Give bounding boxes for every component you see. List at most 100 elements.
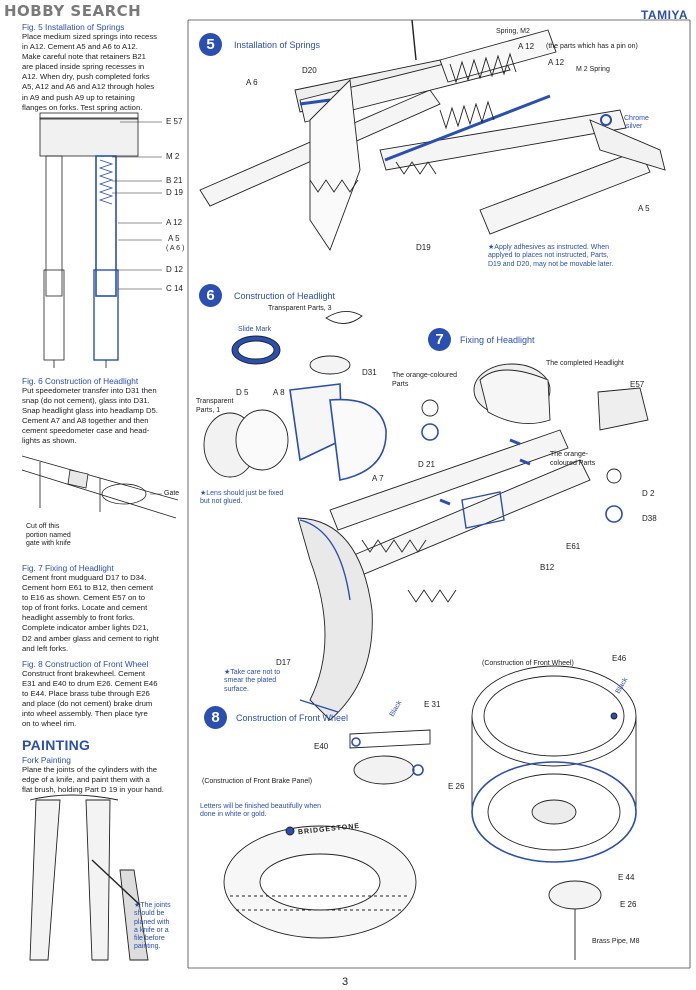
fig5-label: C 14 (166, 284, 183, 293)
step7-label-orange2: The orange- coloured Parts (550, 451, 595, 468)
step6-label-d5: D 5 (236, 388, 249, 397)
fig7-line: and left forks. (22, 643, 69, 653)
step7-label-e61: E61 (566, 542, 581, 551)
cut-note-line: Cut off this (26, 523, 60, 530)
fig5-line: Make careful note that retainers B21 (22, 52, 146, 62)
note-line: ★Take care not to (224, 669, 281, 676)
step8-title: Construction of Front Wheel (236, 713, 349, 723)
painting-line: flat brush, holding Part D 19 in your ha… (22, 785, 164, 795)
note-line: done in white or gold. (200, 811, 267, 819)
step5-label-a5: A 5 (638, 204, 650, 213)
step7-number: 7 (428, 328, 451, 351)
fig8-line: into wheel assembly. Then place tyre (22, 709, 148, 719)
step7-label-b12: B12 (540, 563, 555, 572)
step8-wheel-parts (223, 665, 637, 960)
step7-label-e57: E57 (630, 380, 645, 389)
painting-line: Plane the joints of the cylinders with t… (22, 765, 158, 774)
orange-line: The orange- (550, 451, 589, 458)
painting-note-line: should be (134, 910, 165, 918)
chrome-line: Chrome (624, 115, 649, 122)
painting-heading: PAINTING (22, 737, 91, 753)
orange-line: coloured Parts (550, 459, 596, 467)
fig8-line: to E44. Place brass tube through E26 (22, 689, 150, 699)
watermark-text: HOBBY SEARCH (4, 2, 142, 20)
painting-note-line: ★The joints (134, 902, 171, 909)
fig5-label: M 2 (166, 152, 180, 161)
fig5-line: flanges on forks. Test spring action. (22, 102, 143, 112)
step6-label-transparent3: Transparent Parts, 3 (268, 305, 332, 312)
step7-front-assembly (297, 363, 649, 721)
fig7-title: Fig. 7 Fixing of Headlight (22, 563, 114, 573)
step5-label-chrome: Chrome silver (624, 115, 649, 132)
step5-label-spring: Spring, M2 (496, 28, 530, 35)
step6-label-slide-mark: Slide Mark (238, 326, 272, 333)
fig5-line: in A12. Cement A5 and A6 to A12. (22, 42, 138, 52)
step5-number: 5 (199, 33, 222, 56)
fig8-title: Fig. 8 Construction of Front Wheel (22, 659, 149, 669)
cut-note-line: gate with knife (26, 540, 71, 547)
cut-note-line: portion named (26, 531, 71, 539)
page-number: 3 (342, 976, 349, 988)
step7-label-completed: The completed Headlight (546, 360, 624, 367)
step8-label-e40: E40 (314, 742, 329, 751)
fig7-line: to E16 as shown. Cement E57 on to (22, 593, 146, 603)
step5-label-d19: D19 (416, 243, 431, 252)
step8-label-e31: E 31 (424, 700, 441, 709)
fig5-label: D 19 (166, 188, 183, 197)
fig8-line: Construct front brakewheel. Cement (22, 669, 146, 678)
fig8-line: and place (do not cement) brake drum (22, 699, 153, 709)
fork-section-drawing (39, 112, 162, 368)
step5-label-a12-mid: A 12 (548, 58, 565, 67)
transparent-line: Transparent (196, 398, 234, 405)
note-line: applyed to places not instructed, Parts, (488, 252, 609, 260)
fig6-line: Cement A7 and A8 together and then (22, 416, 149, 426)
painting-note-line: painting. (134, 943, 161, 951)
fig5-label: A 12 (166, 218, 183, 227)
fig5-label: D 12 (166, 265, 183, 274)
fig5-line: A5, A12 and A6 and A12 through holes (22, 82, 155, 92)
cut-off-note: Cut off this portion named gate with kni… (26, 523, 71, 549)
step7-title: Fixing of Headlight (460, 335, 535, 345)
note-line: D19 and D20, may not be movable later. (488, 260, 614, 268)
step6-headlight-parts (203, 311, 387, 481)
fig6-line: Snap headlight glass into headlamp D5. (22, 406, 158, 416)
painting-subtitle: Fork Painting (22, 755, 71, 765)
step5-fork-assembly (199, 19, 666, 251)
note-line: but not glued. (200, 498, 243, 506)
step8-label-wheel-caption: (Construction of Front Wheel) (482, 660, 574, 667)
painting-note-line: file before (134, 935, 165, 943)
step6-label-a7: A 7 (372, 474, 384, 483)
fig5-label: ( A 6 ) (166, 245, 185, 252)
step8-number: 8 (204, 706, 227, 729)
fig8-line: E31 and E40 to drum E26. Cement E46 (22, 679, 158, 689)
fig5-title: Fig. 5 Installation of Springs (22, 22, 125, 32)
note-line: smear the plated (224, 677, 277, 685)
fig7-line: Complete indicator amber lights D21, (22, 623, 149, 633)
fig5-label: E 57 (166, 117, 183, 126)
painting-note-line: a knife or a (134, 926, 169, 934)
step8-label-e46: E46 (612, 654, 627, 663)
step7-label-d17: D17 (276, 658, 291, 667)
step5-label-a12-note: (the parts which has a pin on) (546, 43, 638, 50)
fig7-body: Cement front mudguard D17 to D34. Cement… (22, 573, 186, 654)
step6-lens-note: ★Lens should just be fixed but not glued… (200, 490, 283, 507)
brand-logo-text: TAMIYA (640, 8, 688, 22)
fig7-line: Cement front mudguard D17 to D34. (22, 573, 147, 582)
transparent-line: Parts, 1 (196, 406, 221, 414)
note-line: Letters will be finished beautifully whe… (200, 803, 322, 810)
fig5-label: A 5 (168, 234, 180, 243)
fig5-label: B 21 (166, 176, 183, 185)
painting-body: Plane the joints of the cylinders with t… (22, 765, 186, 795)
step5-title: Installation of Springs (234, 40, 321, 50)
gate-diagram (21, 455, 179, 519)
step5-label-a12: A 12 (518, 42, 535, 51)
gate-label: Gate (164, 490, 180, 497)
fig7-line: top of front forks. Locate and cement (22, 603, 148, 613)
step6-label-a8: A 8 (273, 388, 285, 397)
note-line: ★Apply adhesives as instructed. When (488, 244, 610, 251)
step8-label-e44: E 44 (618, 873, 635, 882)
step7-label-d21: D 21 (418, 460, 435, 469)
fig6-line: snap (do not cement), glass into D31. (22, 396, 150, 406)
step5-label-m2: M 2 Spring (576, 66, 610, 73)
